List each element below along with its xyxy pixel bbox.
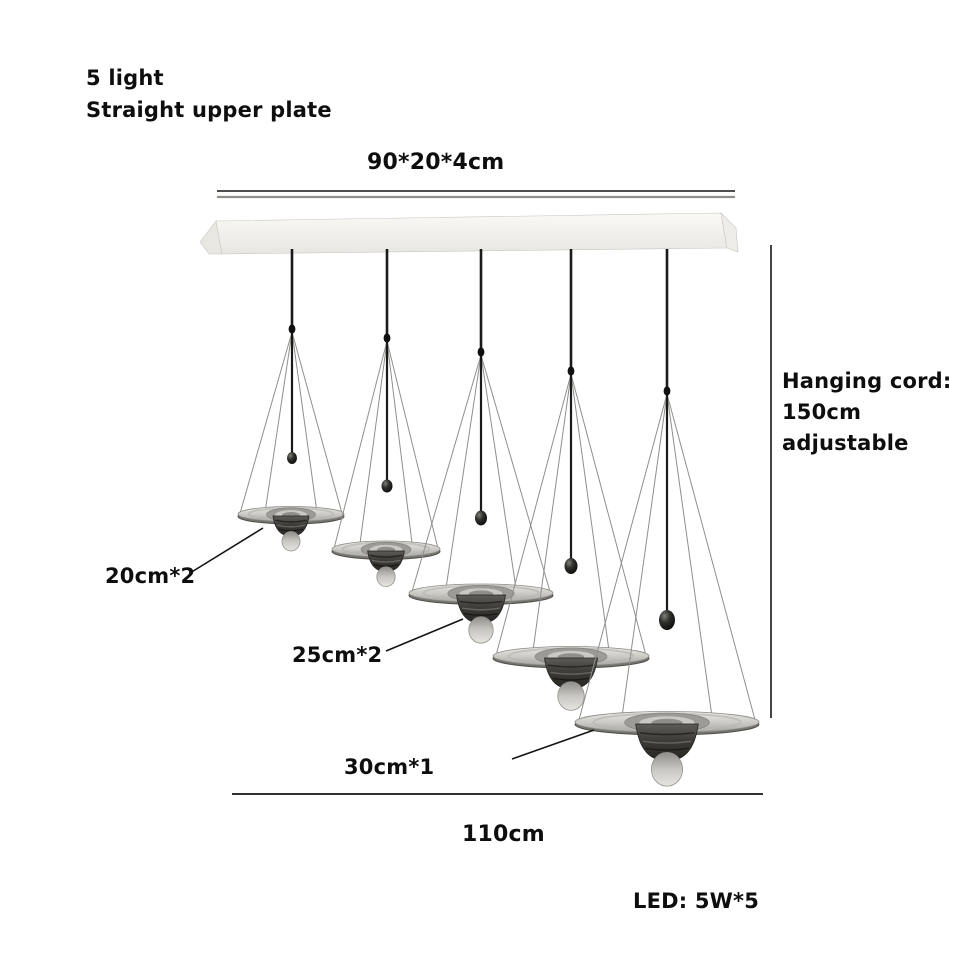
led-ball — [564, 558, 578, 574]
suspension-wire — [480, 354, 551, 593]
ceiling-plate — [199, 212, 739, 255]
suspension-wire — [531, 373, 572, 659]
bowl-ridge — [552, 677, 590, 681]
bowl-ridge — [373, 563, 399, 567]
led-power-label: LED: 5W*5 — [633, 889, 760, 913]
total-width-label: 110cm — [462, 822, 545, 847]
suspension-wire — [666, 393, 714, 725]
led-ball — [659, 610, 675, 630]
bowl-ridge — [550, 671, 592, 675]
suspension-wire — [570, 373, 611, 659]
plate-type-label: Straight upper plate — [86, 98, 332, 122]
cord-connector — [567, 366, 575, 376]
suspension-wire — [239, 331, 293, 514]
bowl-ridge — [278, 528, 304, 532]
cord-connector — [383, 333, 391, 343]
led-ball — [381, 479, 393, 493]
suspension-wire — [386, 340, 439, 549]
pendant-lamp-3 — [408, 249, 554, 644]
suspension-wire — [291, 331, 343, 514]
bowl-ridge — [645, 747, 689, 751]
bowl-ridge — [461, 607, 501, 611]
pendant-lamp-4 — [492, 249, 650, 711]
shade-large-size-label: 30cm*1 — [344, 755, 435, 779]
suspension-wire — [333, 340, 388, 549]
shade-small-size-label: 20cm*2 — [105, 564, 196, 588]
hanging-cord-label-line2: 150cm — [782, 400, 862, 424]
bowl-ridge — [547, 664, 595, 668]
bowl-ridge — [639, 732, 695, 736]
shade-medium-leader — [385, 618, 464, 652]
suspension-wire — [291, 331, 318, 517]
led-ball — [475, 510, 487, 526]
hanging-cord-label: Hanging cord: 150cm adjustable — [782, 366, 951, 459]
pendant-lamp-1 — [237, 249, 345, 552]
suspension-wire — [620, 393, 668, 725]
bowl-ridge — [463, 612, 499, 617]
bowl-ridge — [642, 740, 692, 744]
bowl-ridge — [275, 519, 307, 523]
pendant-lamp-5 — [574, 249, 760, 787]
cord-connector — [663, 386, 671, 396]
suspension-wire — [578, 393, 668, 722]
suspension-wire — [480, 354, 518, 596]
suspension-wire — [495, 373, 572, 656]
shade-medium-size-label: 25cm*2 — [292, 643, 383, 667]
suspension-wire — [411, 354, 482, 593]
cord-connector — [477, 347, 485, 357]
shade-small-leader — [189, 527, 264, 574]
glass-dome — [281, 531, 301, 552]
suspension-wire — [570, 373, 647, 656]
bowl-ridge — [369, 554, 403, 558]
ceiling-plate-right-end — [720, 212, 739, 253]
glass-dome — [557, 681, 585, 711]
suspension-wire — [264, 331, 293, 517]
pendant-lamp-2 — [331, 249, 441, 588]
bowl-ridge — [276, 524, 306, 528]
suspension-wire — [386, 340, 414, 552]
bowl-ridge — [459, 600, 503, 604]
hanging-cord-label-line1: Hanging cord: — [782, 369, 952, 393]
glass-dome — [468, 616, 494, 644]
suspension-wire — [666, 393, 756, 722]
glass-dome — [650, 751, 684, 787]
cord-connector — [288, 324, 296, 334]
glass-dome — [376, 566, 396, 588]
ceiling-plate-face — [215, 212, 728, 255]
lights-count-label: 5 light — [86, 66, 164, 90]
suspension-wire — [444, 354, 482, 596]
shade-large-leader — [511, 729, 595, 760]
suspension-wire — [358, 340, 388, 552]
bowl-ridge — [371, 559, 401, 563]
plate-size-label: 90*20*4cm — [367, 150, 505, 175]
led-ball — [287, 452, 297, 464]
hanging-cord-label-line3: adjustable — [782, 431, 909, 455]
